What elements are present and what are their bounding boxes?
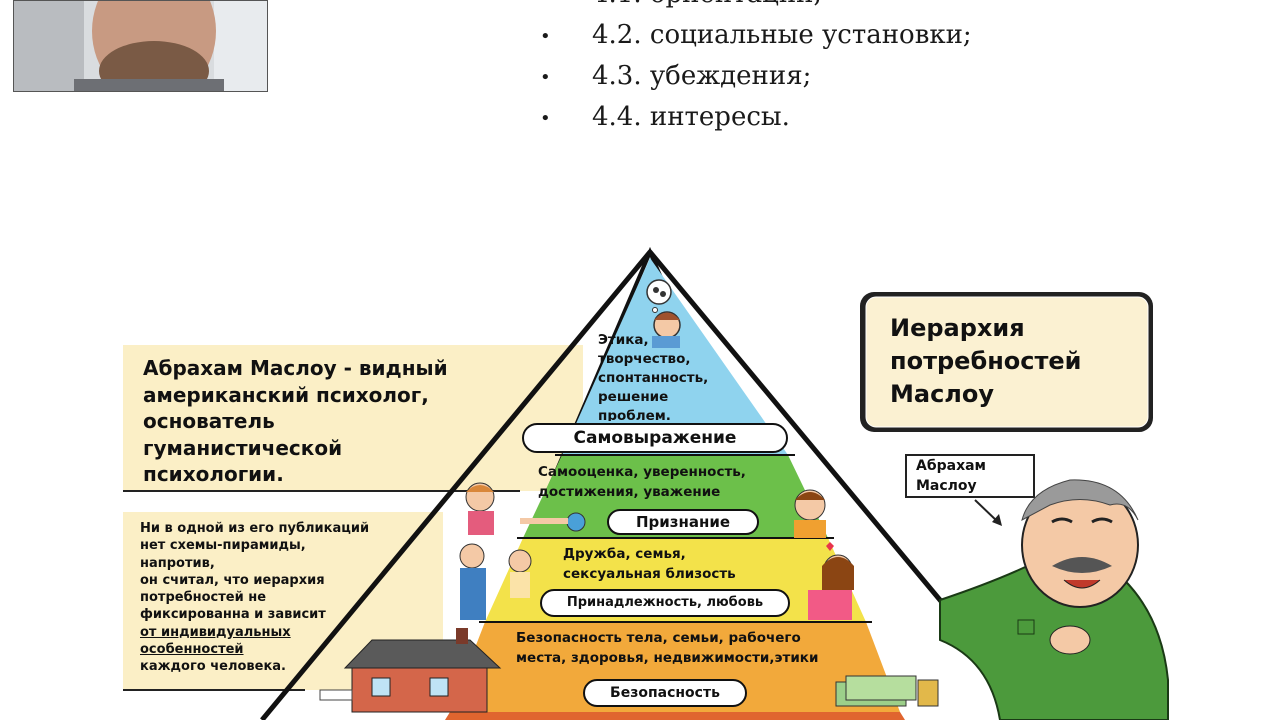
note-line: напротив,: [140, 555, 215, 571]
award-kids-illustration: [465, 482, 826, 538]
money-illustration: [835, 675, 939, 707]
top-line: Этика,: [598, 332, 649, 348]
family-illustration: [459, 542, 854, 620]
note-line: от индивидуальных: [140, 624, 291, 640]
bullet-item: •4.3. убеждения;: [540, 61, 812, 91]
note-line: каждого человека.: [140, 659, 286, 675]
bullet-list: •4.1. ориентации; •4.2. социальные устан…: [540, 0, 972, 138]
top-line: спонтанность,: [598, 370, 709, 386]
thinking-boy-illustration: [646, 279, 681, 348]
title-line: потребностей: [890, 347, 1082, 375]
house-illustration: [319, 628, 502, 713]
intro-line: психологии.: [143, 462, 284, 486]
label-pill-belonging: [540, 589, 790, 617]
intro-box: [123, 345, 583, 491]
label-pill-safety: [583, 679, 747, 707]
label-esteem: Признание: [635, 513, 731, 531]
level4-line: Безопасность тела, семьи, рабочего: [516, 630, 801, 646]
intro-line: гуманистической: [143, 435, 343, 460]
level2-line: Самооценка, уверенность,: [538, 464, 746, 480]
pyramid-top-text: Этика, творчество, спонтанность, решение…: [598, 331, 748, 421]
note-line: он считал, что иерархия: [140, 572, 325, 588]
pyramid-level-safety: [450, 622, 900, 712]
maslow-label-text: Абрахам Маслоу: [916, 456, 986, 496]
bullet-item: •4.1. ориентации;: [540, 0, 972, 15]
label-pill-esteem: [607, 509, 759, 535]
pyramid-level3-text: Дружба, семья, сексуальная близость: [563, 544, 736, 584]
maslow-label-line: Маслоу: [916, 478, 977, 494]
intro-line: Абрахам Маслоу - видный: [143, 356, 448, 380]
maslow-label-box: [905, 454, 1035, 498]
pyramid-level2-text: Самооценка, уверенность, достижения, ува…: [538, 462, 746, 502]
intro-line: американский психолог,: [143, 382, 429, 407]
intro-box-text: Абрахам Маслоу - видный американский пси…: [143, 355, 448, 488]
title-line: Иерархия: [890, 314, 1025, 342]
label-belonging: Принадлежность, любовь: [566, 595, 764, 610]
level3-line: Дружба, семья,: [563, 546, 686, 562]
top-line: проблем.: [598, 408, 671, 421]
title-line: Маслоу: [890, 380, 995, 408]
pyramid-level-physiology: [445, 712, 905, 720]
maslow-label-line: Абрахам: [916, 458, 986, 474]
label-pill-self-actualization: [522, 423, 788, 453]
pyramid-level-self-actualization: [562, 258, 788, 455]
intro-line: основатель: [143, 409, 275, 433]
label-safety: Безопасность: [610, 685, 720, 701]
top-line: решение: [598, 389, 669, 405]
note-box-text: Ни в одной из его публикаций нет схемы-п…: [140, 520, 369, 676]
bullet-item: •4.2. социальные установки;: [540, 20, 972, 50]
note-line: потребностей не: [140, 590, 267, 606]
bullet-item: •4.4. интересы.: [540, 102, 790, 132]
level3-line: сексуальная близость: [563, 566, 736, 582]
label-self-actualization: Самовыражение: [573, 428, 737, 448]
pyramid-level4-text: Безопасность тела, семьи, рабочего места…: [516, 628, 818, 668]
level4-line: места, здоровья, недвижимости,этики: [516, 650, 819, 666]
presenter-photo: [14, 1, 267, 91]
top-line: творчество,: [598, 351, 691, 367]
webcam-thumbnail: [13, 0, 268, 92]
note-line: Ни в одной из его публикаций: [140, 521, 370, 536]
maslow-cartoon: [939, 479, 1169, 720]
title-box: [865, 296, 1149, 428]
title-text: Иерархия потребностей Маслоу: [890, 312, 1082, 411]
level2-line: достижения, уважение: [538, 484, 721, 500]
note-line: нет схемы-пирамиды,: [140, 538, 306, 554]
note-line: фиксированна и зависит: [140, 607, 326, 623]
note-line: особенностей: [140, 642, 244, 658]
